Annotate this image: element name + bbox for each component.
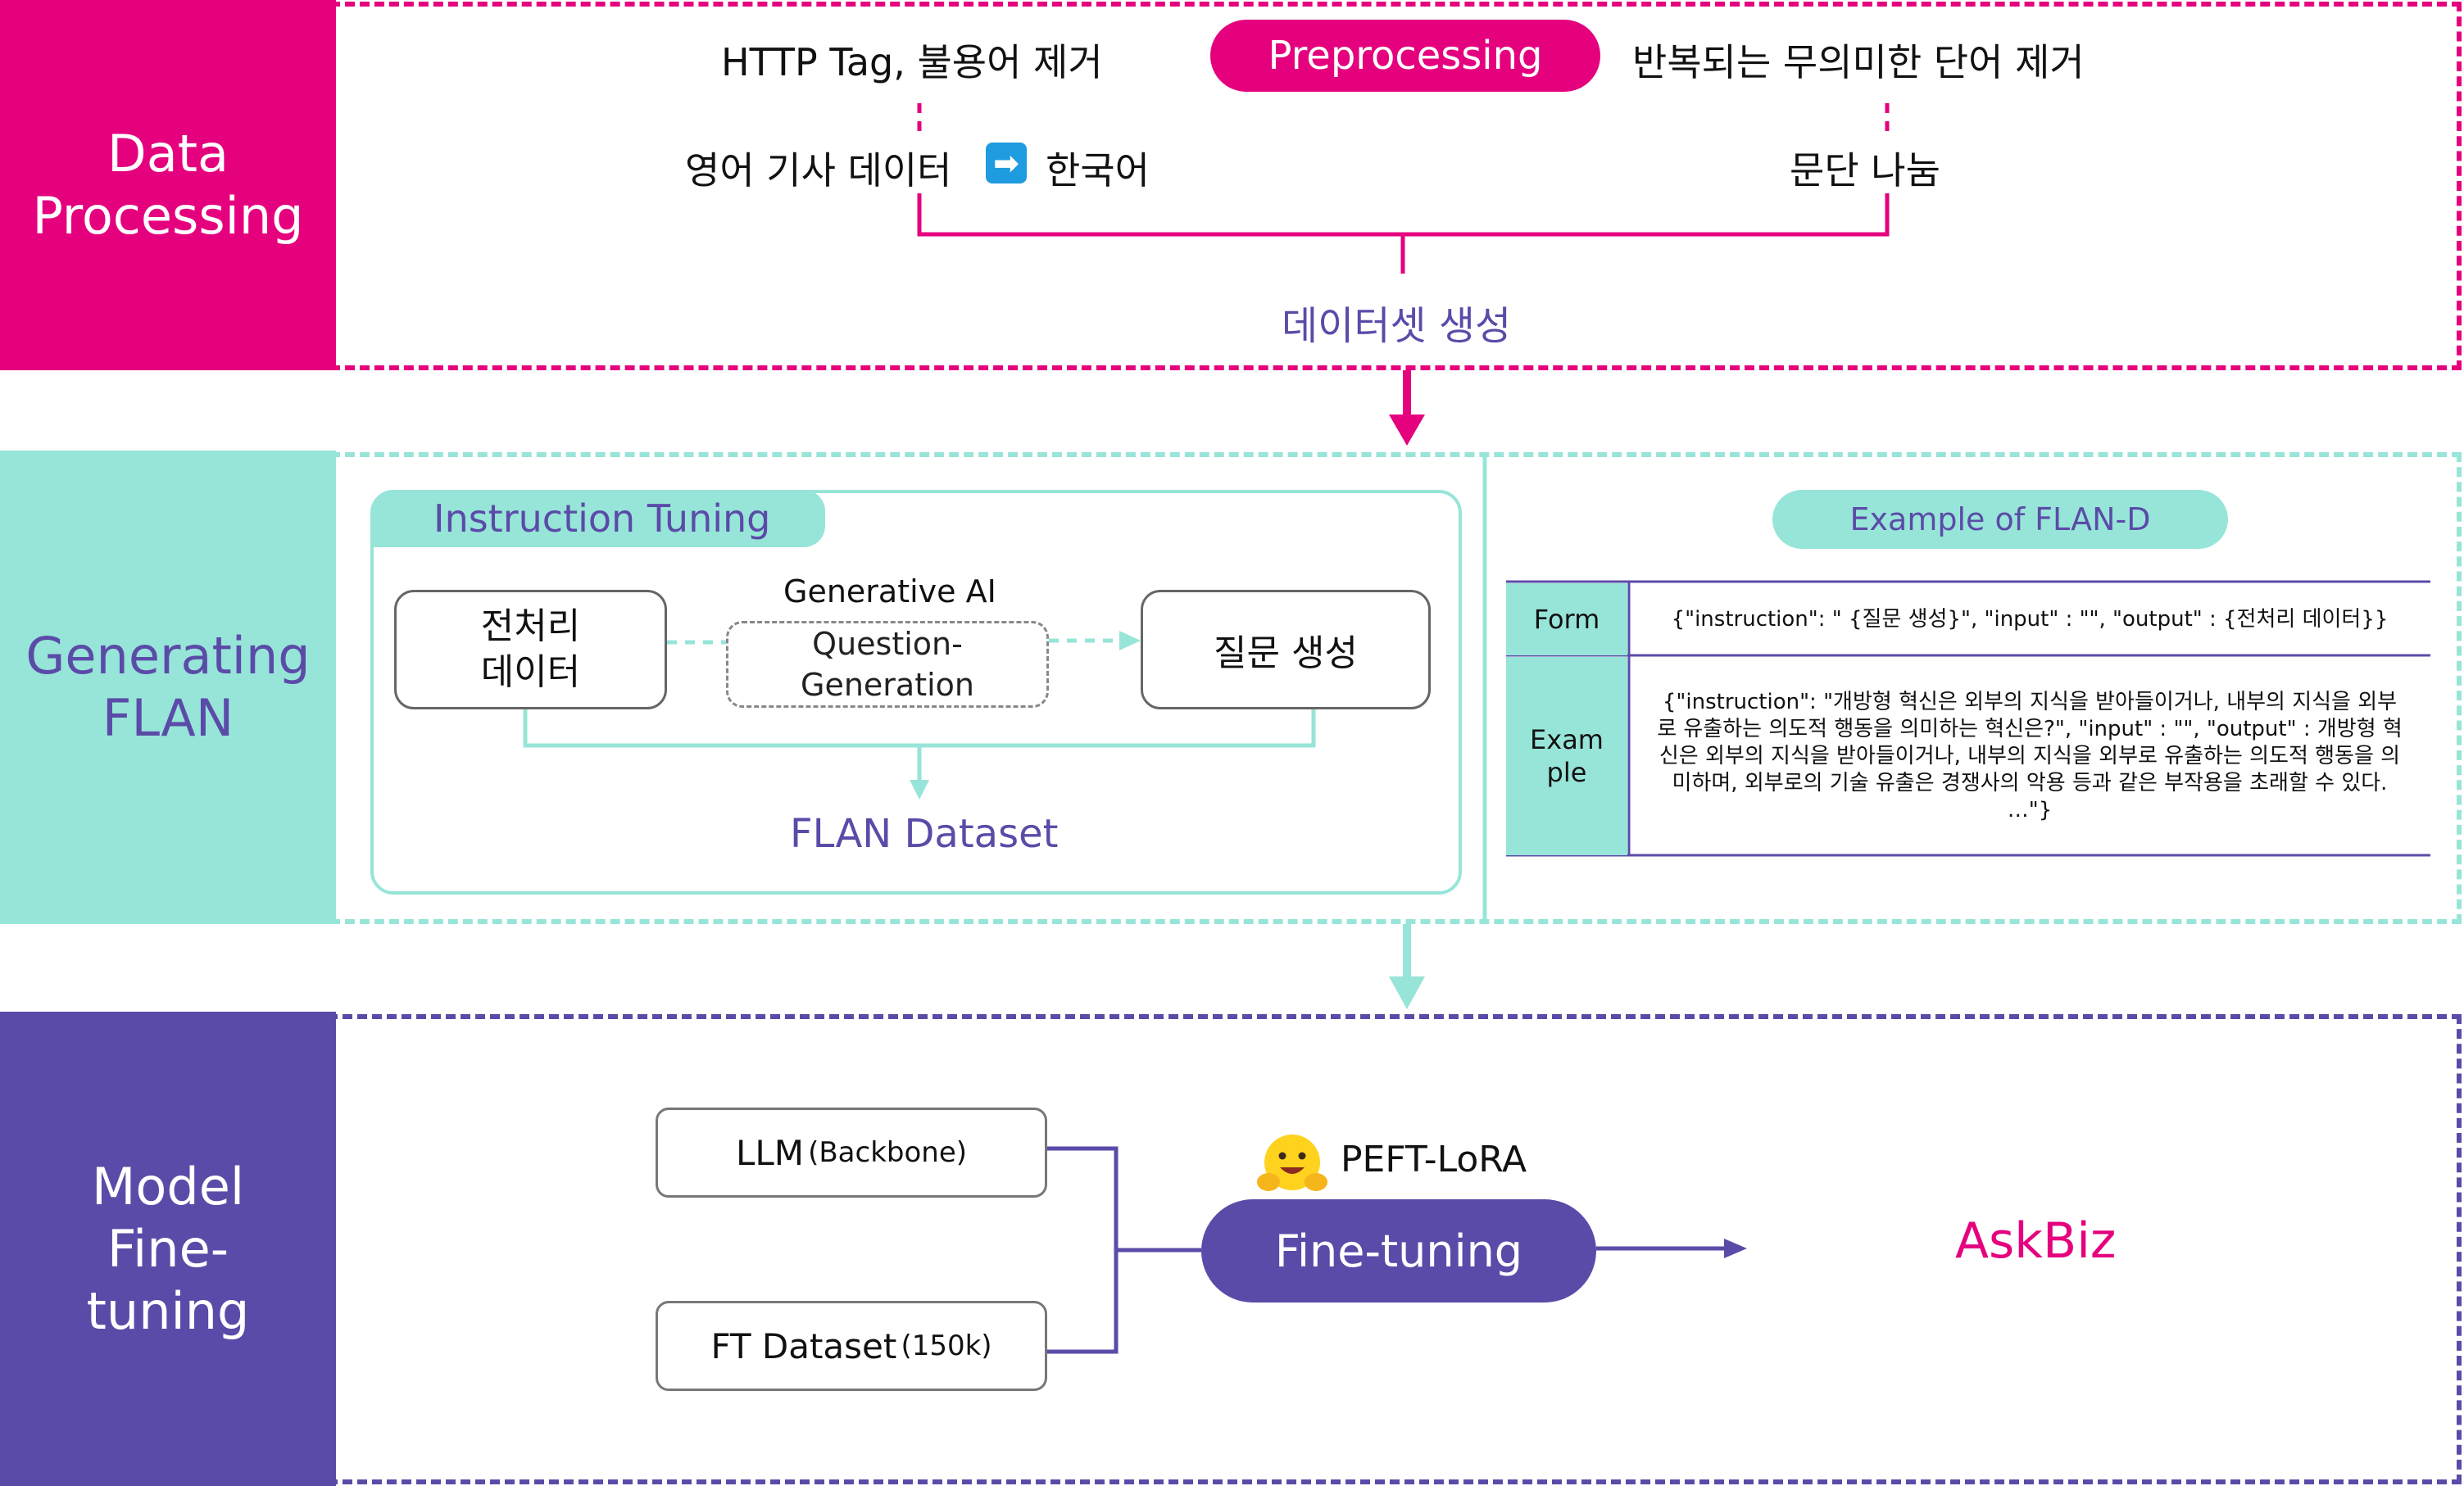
flow-merge-head [910, 780, 929, 800]
ft-dataset-label: FT Dataset [710, 1325, 897, 1366]
finetune-output-head [1724, 1239, 1747, 1258]
preprocessed-data-box: 전처리 데이터 [394, 590, 667, 709]
preprocess-step-english-articles: 영어 기사 데이터 [685, 148, 952, 193]
flow-arrow-head [1119, 631, 1141, 650]
preprocess-step-repeated-words: 반복되는 무의미한 단어 제거 [1632, 40, 2085, 84]
preprocess-step-korean: 한국어 [1046, 148, 1150, 193]
ft-dataset-box: FT Dataset (150k) [656, 1301, 1047, 1391]
fine-tuning-pill: Fine-tuning [1201, 1199, 1596, 1303]
peft-lora-label: PEFT-LoRA [1341, 1139, 1527, 1180]
model-finetuning-panel [328, 1014, 2462, 1484]
instruction-tuning-title: Instruction Tuning [373, 490, 825, 547]
llm-sub-label: (Backbone) [808, 1136, 968, 1169]
preprocess-step-paragraph-split: 문단 나눔 [1790, 148, 1940, 193]
section-label-data-processing: Data Processing [0, 0, 336, 370]
right-arrow-icon: ➡ [986, 143, 1027, 183]
section-label-model-finetuning: Model Fine- tuning [0, 1012, 336, 1486]
askbiz-result: AskBiz [1955, 1212, 2117, 1270]
table-header-example: Exam ple [1506, 657, 1627, 855]
llm-backbone-box: LLM (Backbone) [656, 1108, 1047, 1198]
table-row-example: Exam ple {"instruction": "개방형 혁신은 외부의 지식… [1506, 657, 2430, 855]
arrow-1-to-2-head [1389, 415, 1425, 446]
instruction-tuning-frame [370, 490, 1462, 895]
hugging-face-icon [1257, 1135, 1327, 1191]
table-header-form: Form [1506, 583, 1627, 655]
table-cell-form: {"instruction": " {질문 생성}", "input" : ""… [1671, 606, 2389, 632]
flan-dataset-label: FLAN Dataset [790, 811, 1059, 857]
llm-label: LLM [735, 1132, 804, 1173]
generative-ai-label: Generative AI [783, 573, 996, 609]
section-label-generating-flan: Generating FLAN [0, 451, 336, 924]
ft-dataset-sub-label: (150k) [901, 1330, 992, 1362]
table-row-form: Form {"instruction": " {질문 생성}", "input"… [1506, 583, 2430, 655]
bracket-bottom [917, 193, 1890, 237]
question-generation-box: Question- Generation [726, 621, 1049, 708]
question-creation-box: 질문 생성 [1141, 590, 1431, 709]
table-cell-example: {"instruction": "개방형 혁신은 외부의 지식을 받아들이거나,… [1657, 689, 2403, 822]
preprocess-step-http-tag: HTTP Tag, 불용어 제거 [721, 40, 1103, 84]
flan-example-title: Example of FLAN-D [1772, 490, 2228, 549]
generating-flan-panel [330, 452, 2462, 924]
data-processing-panel [330, 2, 2462, 370]
dataset-creation-label: 데이터셋 생성 [1282, 303, 1512, 349]
preprocessing-pill: Preprocessing [1210, 20, 1600, 92]
arrow-2-to-3-head [1389, 976, 1425, 1009]
